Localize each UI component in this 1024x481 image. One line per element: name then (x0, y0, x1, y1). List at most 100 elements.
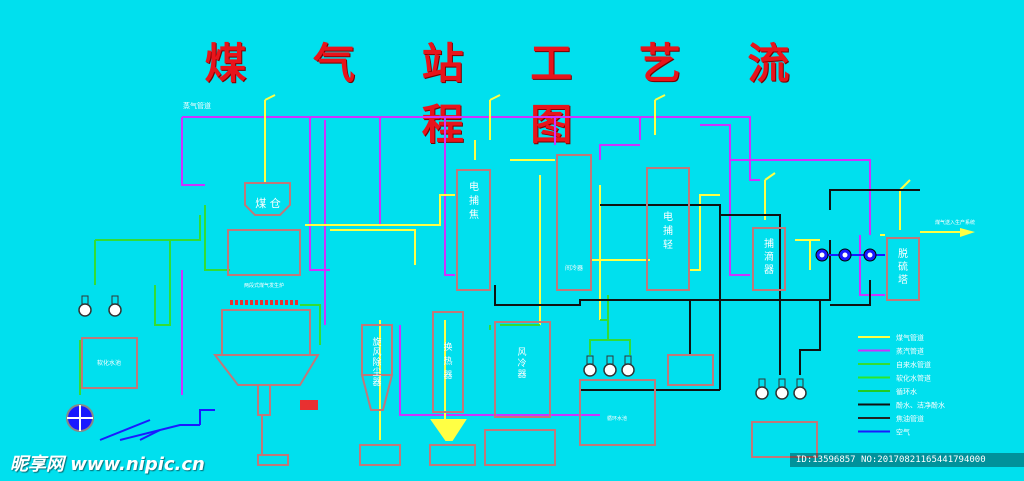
svg-text:热: 热 (443, 355, 452, 367)
svg-text:捕: 捕 (469, 194, 479, 207)
svg-text:脱: 脱 (898, 247, 908, 260)
steam-pipe-label: 蒸气管道 (183, 101, 211, 110)
pump-5 (775, 378, 789, 400)
svg-text:尘: 尘 (372, 367, 381, 378)
pumps (66, 248, 877, 432)
burner-12 (285, 300, 288, 305)
label-precipitator-2: 电捕轻 (663, 210, 673, 251)
burner-2 (235, 300, 238, 305)
svg-text:风: 风 (517, 347, 526, 358)
legend-item: 焦油管道 (858, 414, 924, 423)
drip-catcher (752, 227, 786, 291)
label-coal-bin: 煤 仓 (255, 196, 281, 210)
main-valve (66, 404, 94, 432)
tar-pipes (494, 189, 920, 391)
air-blower-2 (838, 248, 852, 262)
label-cooler: 间冷器 (565, 264, 583, 272)
svg-text:换: 换 (443, 341, 452, 353)
pump-2 (603, 355, 617, 377)
pump-4 (755, 378, 769, 400)
label-air-cooler: 风冷器 (517, 347, 526, 380)
cooler (556, 154, 592, 291)
burner-14 (295, 300, 298, 305)
watermark-site: 昵享网 www.nipic.cn (10, 454, 205, 475)
svg-text:硫: 硫 (898, 260, 908, 273)
legend-item: 蒸汽管道 (858, 347, 924, 356)
svg-text:软化水管道: 软化水管道 (896, 374, 931, 383)
gasifier-cone (212, 354, 320, 386)
svg-text:捕: 捕 (663, 224, 673, 237)
pump-7 (78, 295, 92, 317)
air-cooler (494, 321, 551, 418)
label-circulating-pool: 循环水池 (607, 415, 627, 422)
label-drip-catcher: 捕滴器 (764, 237, 774, 276)
softened-water-pool (81, 337, 138, 389)
tank-4 (429, 444, 476, 466)
svg-text:循环水: 循环水 (896, 387, 917, 396)
label-precipitator-1: 电捕焦 (469, 180, 479, 221)
svg-text:电: 电 (663, 210, 673, 223)
svg-text:酚水、洁净酚水: 酚水、洁净酚水 (896, 401, 945, 410)
gasifier-upper (227, 229, 301, 276)
burner-10 (275, 300, 278, 305)
pump-6 (793, 378, 807, 400)
burner-7 (260, 300, 263, 305)
svg-text:捕: 捕 (764, 237, 774, 250)
pump-3 (621, 355, 635, 377)
precipitator-1 (456, 169, 491, 291)
water-pipes (79, 205, 631, 395)
label-gasifier: 两段式煤气发生炉 (244, 282, 284, 289)
burner-13 (290, 300, 293, 305)
legend-item: 自来水管道 (858, 360, 931, 369)
burner-5 (250, 300, 253, 305)
svg-text:旋: 旋 (372, 336, 381, 348)
steam-pipes (181, 116, 885, 416)
svg-text:焦: 焦 (469, 208, 479, 221)
svg-text:塔: 塔 (898, 273, 908, 286)
burner-6 (255, 300, 258, 305)
burner-8 (265, 300, 268, 305)
legend-item: 空气 (858, 428, 910, 437)
page-title: 煤 气 站 工 艺 流 程 图 (204, 39, 816, 149)
svg-text:器: 器 (517, 369, 526, 380)
svg-text:器: 器 (443, 370, 452, 381)
gasifier-outlet (257, 384, 271, 416)
legend-item: 软化水管道 (858, 374, 931, 383)
gas-pipes (264, 94, 960, 440)
legend-item: 循环水 (858, 387, 917, 396)
gasifier-body (221, 309, 311, 356)
tank-1 (667, 354, 714, 386)
svg-text:自来水管道: 自来水管道 (896, 360, 931, 369)
ash-pit (257, 454, 289, 466)
circulating-water-pool (579, 379, 656, 446)
svg-text:器: 器 (764, 264, 774, 276)
svg-text:风: 风 (372, 347, 381, 358)
pump-1 (583, 355, 597, 377)
equipment (81, 154, 920, 466)
heat-exchanger (432, 311, 464, 413)
burner-9 (270, 300, 273, 305)
burner-1 (230, 300, 233, 305)
precipitator-2 (646, 167, 690, 291)
gas-out-arrow (960, 228, 975, 237)
desulfurizer (886, 237, 920, 301)
svg-text:空气: 空气 (896, 428, 910, 437)
svg-text:蒸汽管道: 蒸汽管道 (896, 347, 924, 356)
svg-text:除: 除 (372, 356, 381, 368)
gas-to-user-label: 煤气送入生产系统 (935, 219, 975, 226)
air-blower-1 (815, 248, 829, 262)
label-desulfurizer: 脱硫塔 (898, 247, 908, 286)
svg-text:煤气管道: 煤气管道 (896, 333, 924, 342)
equipment-labels: 煤 仓两段式煤气发生炉旋风除尘器换热器风冷器电捕焦间冷器电捕轻捕滴器脱硫塔软化水… (97, 180, 908, 422)
watermark-id: ID:13596857 NO:20170821165441794000 (790, 453, 1024, 467)
burner-11 (280, 300, 283, 305)
tank-5 (359, 444, 401, 466)
red-valve (300, 400, 318, 410)
tank-3 (484, 429, 556, 466)
legend-item: 煤气管道 (858, 333, 924, 342)
air-blower-3 (863, 248, 877, 262)
